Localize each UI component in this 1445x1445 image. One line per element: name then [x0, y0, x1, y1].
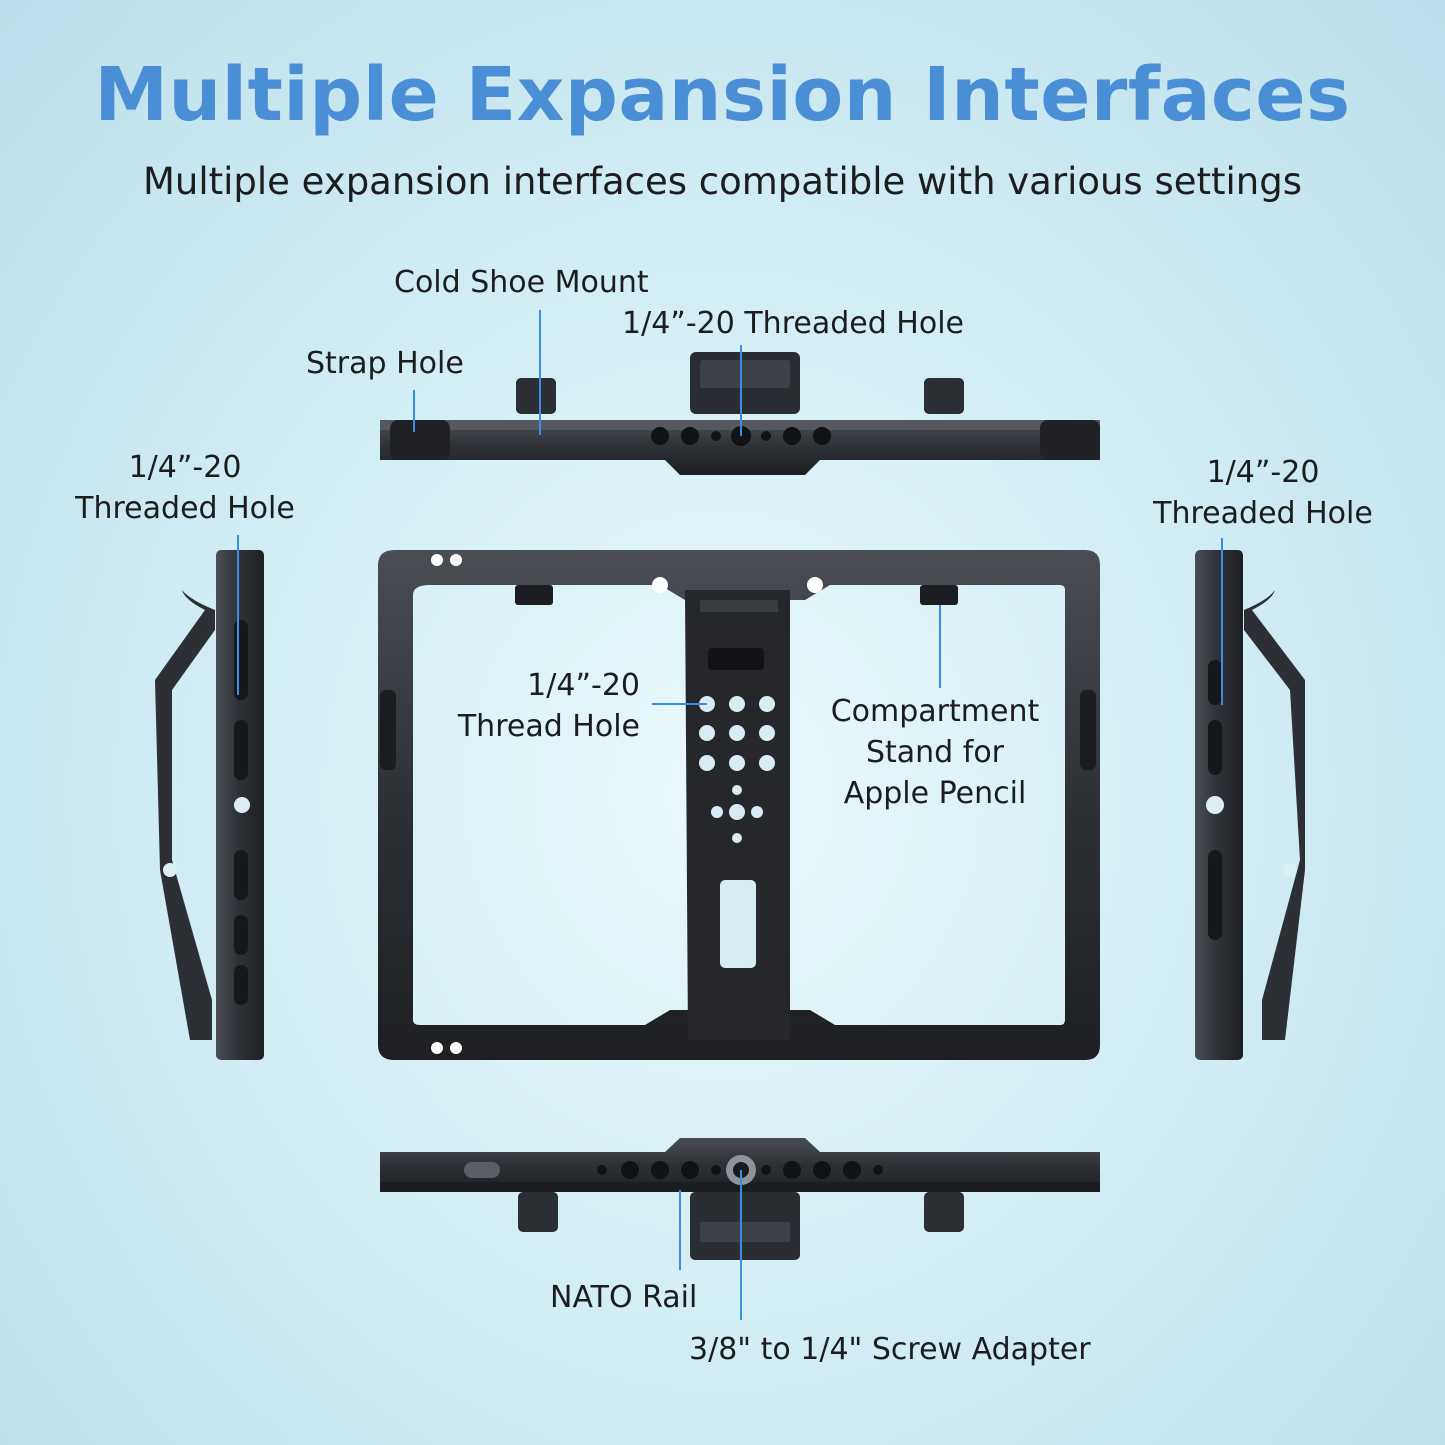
label-nato-rail: NATO Rail — [550, 1280, 698, 1315]
label-right-threaded-hole-line2: Threaded Hole — [1153, 496, 1373, 531]
center-hole-grid — [699, 696, 775, 843]
left-side-view — [155, 550, 264, 1060]
label-screw-adapter: 3/8" to 1/4" Screw Adapter — [689, 1332, 1091, 1367]
top-nub-right — [924, 378, 964, 414]
stand-slot — [720, 880, 756, 968]
label-top-threaded-hole: 1/4”-20 Threaded Hole — [622, 306, 964, 341]
label-pencil-compartment: Compartment Stand for Apple Pencil — [810, 691, 1060, 814]
label-pencil-compartment-line3: Apple Pencil — [843, 776, 1027, 811]
page-title: Multiple Expansion Interfaces — [94, 52, 1351, 138]
pencil-compartment — [920, 585, 958, 605]
label-strap-hole: Strap Hole — [306, 346, 464, 381]
right-side-view — [1195, 550, 1305, 1060]
label-center-thread-hole-line2: Thread Hole — [457, 709, 640, 744]
label-pencil-compartment-line1: Compartment — [830, 694, 1040, 729]
callout-lines — [237, 310, 1223, 1320]
label-cold-shoe-mount: Cold Shoe Mount — [394, 265, 649, 300]
label-right-threaded-hole: 1/4”-20 Threaded Hole — [1138, 452, 1388, 534]
label-center-thread-hole: 1/4”-20 Thread Hole — [420, 665, 640, 747]
label-pencil-compartment-line2: Stand for — [865, 735, 1005, 770]
bottom-hole-row — [597, 1161, 883, 1179]
strap-hole-part — [390, 420, 450, 460]
label-center-thread-hole-line1: 1/4”-20 — [527, 668, 640, 703]
page-subtitle: Multiple expansion interfaces compatible… — [142, 160, 1303, 203]
top-nub-left — [516, 378, 556, 414]
label-left-threaded-hole-line2: Threaded Hole — [75, 491, 295, 526]
front-cage — [378, 550, 1100, 1060]
label-left-threaded-hole-line1: 1/4”-20 — [128, 450, 242, 485]
label-right-threaded-hole-line1: 1/4”-20 — [1206, 455, 1320, 490]
top-hole-row — [651, 426, 831, 446]
label-left-threaded-hole: 1/4”-20 Threaded Hole — [60, 447, 310, 529]
